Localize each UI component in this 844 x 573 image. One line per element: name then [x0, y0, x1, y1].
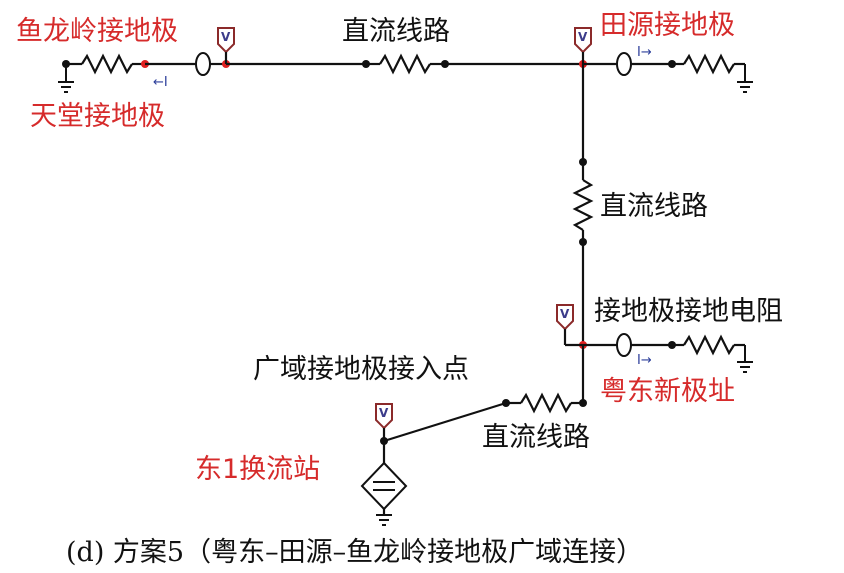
tianyuan-ground-icon: [737, 64, 753, 93]
tianyuan-resistor-icon: [683, 53, 735, 75]
current-source-icon: [360, 461, 408, 511]
dc-line-top-resistor-icon: [379, 53, 431, 75]
dc-line-bottom-resistor-icon: [520, 392, 572, 414]
svg-text:V: V: [379, 406, 389, 420]
voltage-probe-icon: V: [556, 304, 583, 347]
yuedong-ground-icon: [737, 345, 753, 373]
figure-caption: (d) 方案5（粤东–田源–鱼龙岭接地极广域连接）: [66, 537, 643, 568]
label-dc-line-top: 直流线路: [342, 16, 450, 47]
ground-resistance-resistor-icon: [683, 334, 735, 356]
station-ground-icon: [376, 514, 392, 526]
label-station: 东1换流站: [195, 454, 320, 485]
label-tianyuan: 田源接地极: [600, 10, 735, 41]
current-sensor-icon: [616, 52, 632, 76]
voltage-probe-icon: V: [574, 27, 592, 64]
label-tiantang: 天堂接地极: [30, 101, 165, 132]
dc-line-right-resistor-icon: [572, 179, 594, 231]
tiantang-resistor-icon: [81, 53, 133, 75]
current-arrow-right-2: I→: [637, 353, 652, 368]
label-access-point: 广域接地极接入点: [253, 354, 469, 385]
current-arrow-left: ←I: [153, 75, 168, 90]
voltage-probe-icon: V: [375, 403, 393, 441]
label-yuedong-new-site: 粤东新极址: [600, 376, 735, 407]
voltage-probe-icon: V: [217, 27, 235, 64]
label-ground-resistance: 接地极接地电阻: [594, 296, 783, 327]
svg-text:V: V: [560, 307, 570, 321]
current-sensor-icon: [616, 333, 632, 357]
label-dc-line-right: 直流线路: [600, 191, 708, 222]
label-dc-line-bottom: 直流线路: [482, 422, 590, 453]
tiantang-ground-icon: [58, 64, 74, 93]
svg-text:V: V: [221, 30, 231, 44]
current-sensor-icon: [195, 52, 211, 76]
svg-text:V: V: [578, 30, 588, 44]
current-arrow-right: I→: [637, 45, 652, 60]
label-yulongling: 鱼龙岭接地极: [16, 16, 178, 47]
